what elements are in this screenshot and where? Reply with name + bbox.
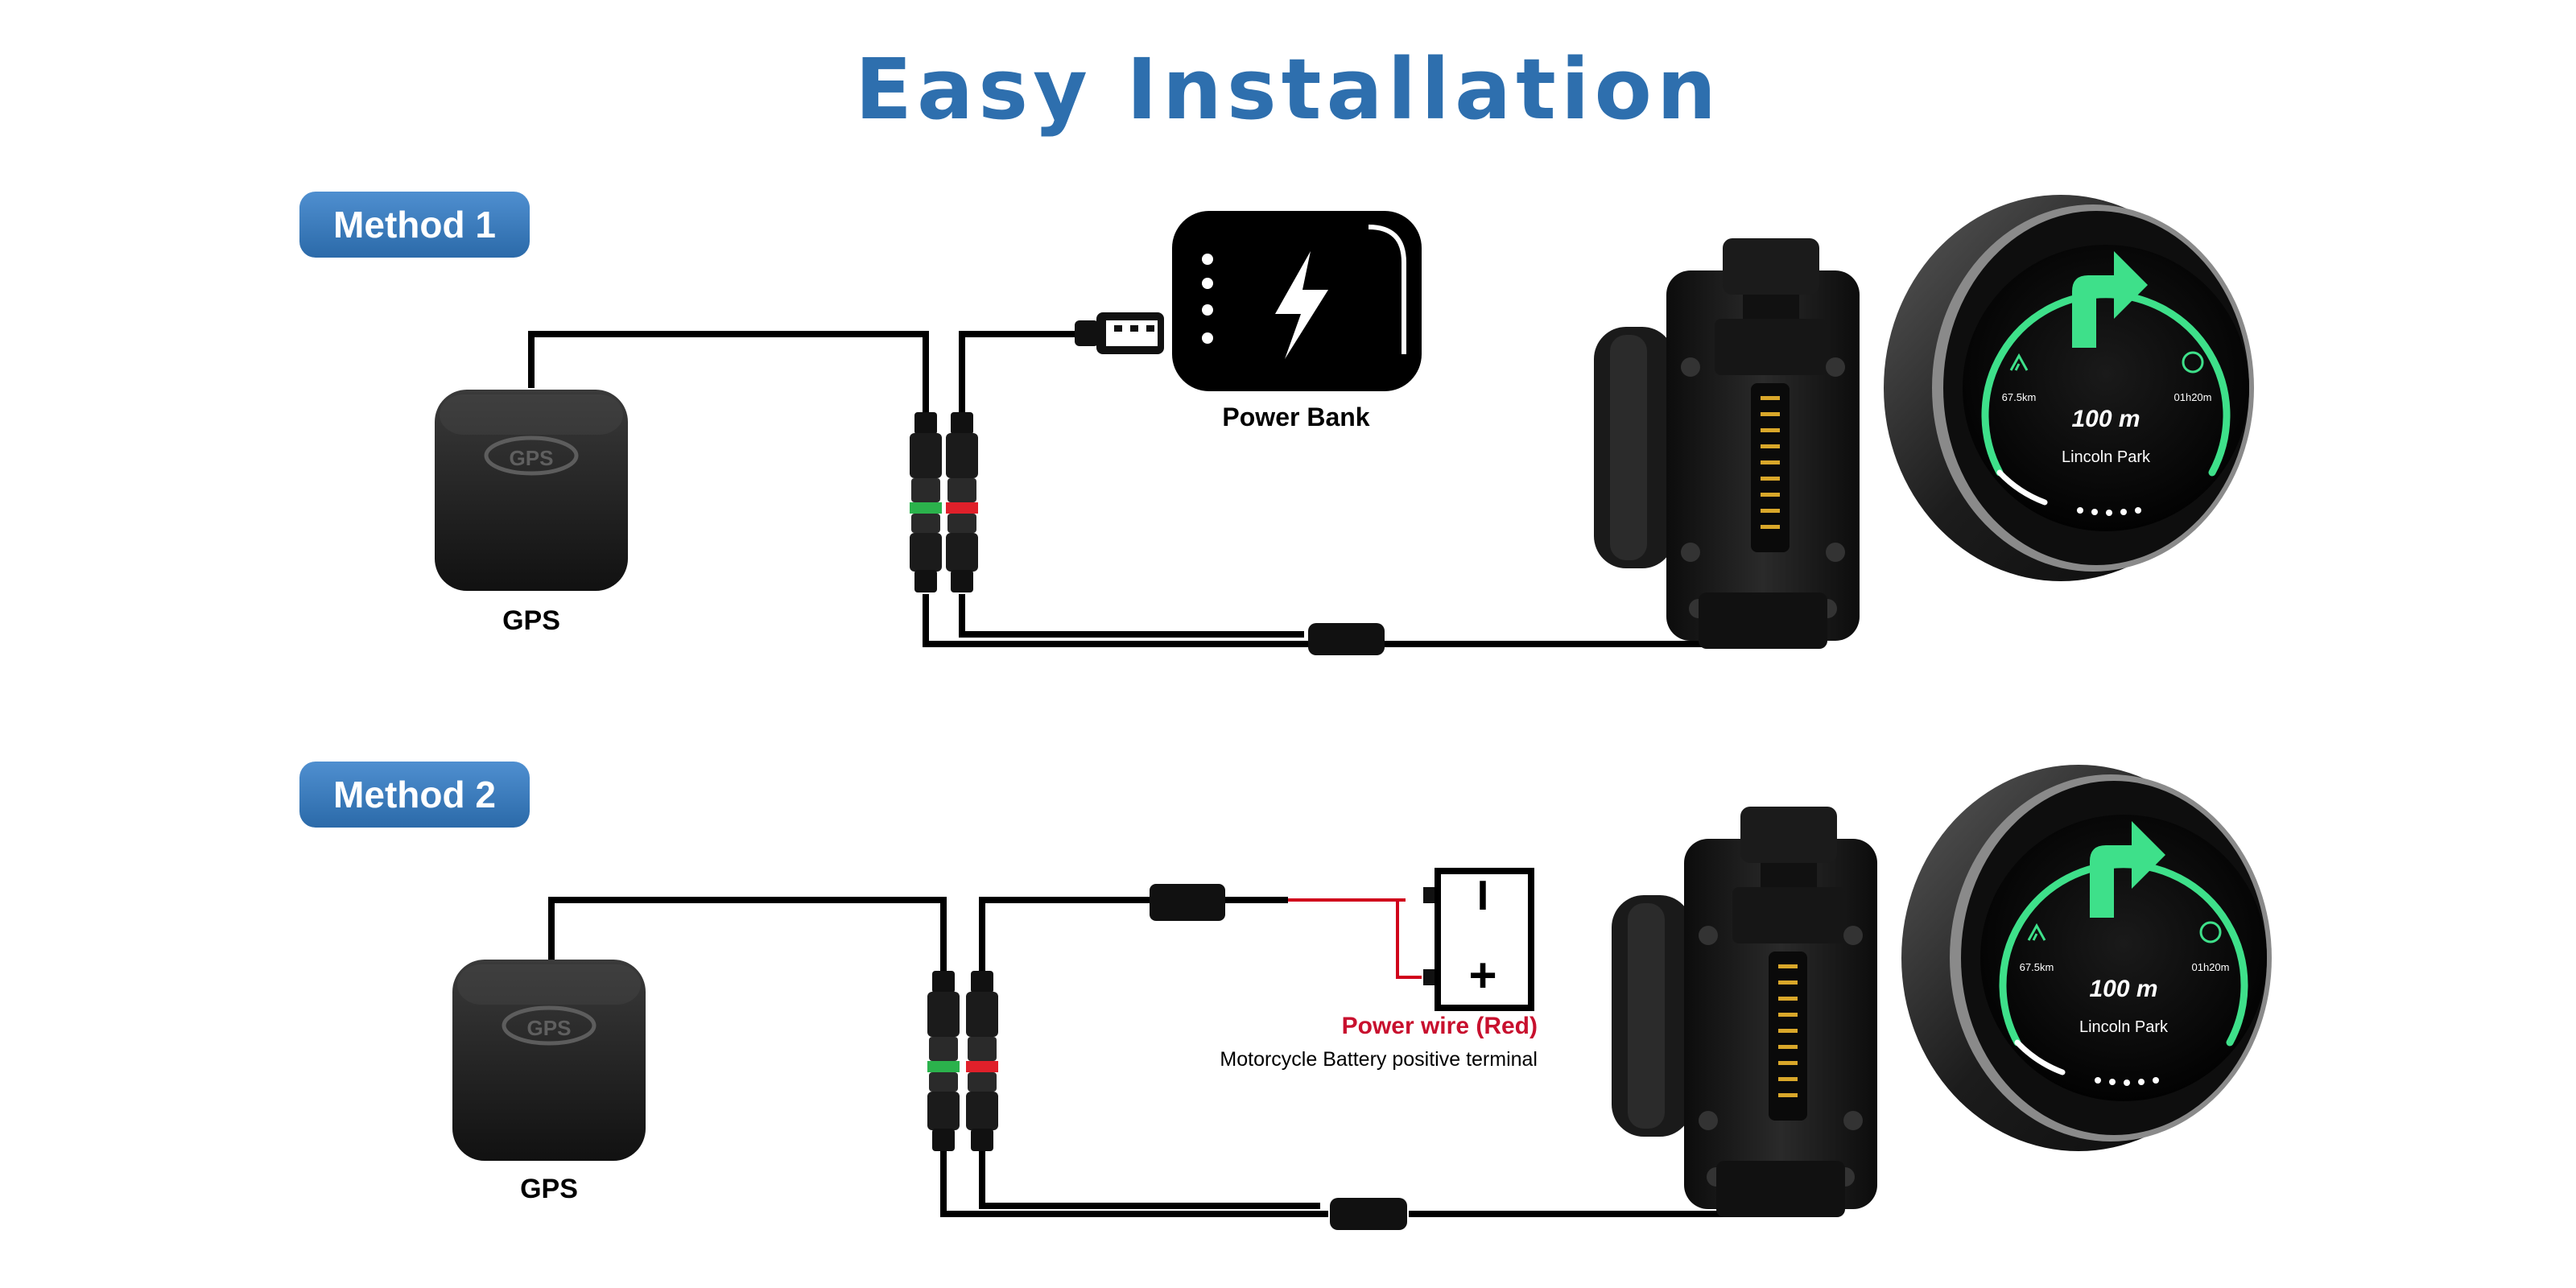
red-power-wire xyxy=(1288,898,1422,979)
cable-joint xyxy=(1308,623,1385,655)
navigation-display xyxy=(1884,195,2254,581)
diagram-labels: GPS GPS I + 100 m Lincoln Park 67.5km 01… xyxy=(510,391,2230,1040)
battery-icon xyxy=(1423,868,1534,1011)
method-1-badge: Method 1 xyxy=(299,192,530,258)
gps-antenna xyxy=(452,960,646,1161)
phone-mount-cradle xyxy=(1594,238,1860,649)
display-distance: 100 m xyxy=(2071,406,2140,432)
gps-logo: GPS xyxy=(527,1016,572,1040)
gps-label: GPS xyxy=(502,605,560,636)
display-distance: 100 m xyxy=(2089,976,2157,1002)
green-connector xyxy=(927,971,960,1151)
display-right-stat: 01h20m xyxy=(2192,961,2230,973)
inline-fuse xyxy=(1150,884,1225,921)
power-bank-icon xyxy=(1172,211,1422,391)
phone-mount-cradle xyxy=(1612,807,1877,1217)
display-left-stat: 67.5km xyxy=(2020,961,2054,973)
battery-plus: + xyxy=(1468,948,1496,1002)
usb-plug xyxy=(1075,312,1164,354)
gps-logo: GPS xyxy=(510,446,554,470)
navigation-display xyxy=(1901,765,2272,1151)
red-connector xyxy=(946,412,978,592)
battery-minus: I xyxy=(1477,873,1488,919)
red-connector xyxy=(966,971,998,1151)
display-street: Lincoln Park xyxy=(2062,448,2151,466)
power-bank-label: Power Bank xyxy=(1222,402,1370,431)
display-left-stat: 67.5km xyxy=(2002,391,2037,403)
gps-label: GPS xyxy=(520,1174,578,1204)
cable-joint xyxy=(1330,1198,1407,1230)
page-title: Easy Installation xyxy=(855,40,1721,138)
green-connector xyxy=(910,412,942,592)
method-1-wiring xyxy=(528,331,1770,647)
gps-antenna xyxy=(435,390,628,591)
battery-terminal-label: Motorcycle Battery positive terminal xyxy=(1220,1048,1538,1071)
method-2-badge: Method 2 xyxy=(299,762,530,828)
power-wire-label: Power wire (Red) xyxy=(1341,1013,1538,1039)
display-right-stat: 01h20m xyxy=(2174,391,2212,403)
display-street: Lincoln Park xyxy=(2079,1018,2169,1036)
